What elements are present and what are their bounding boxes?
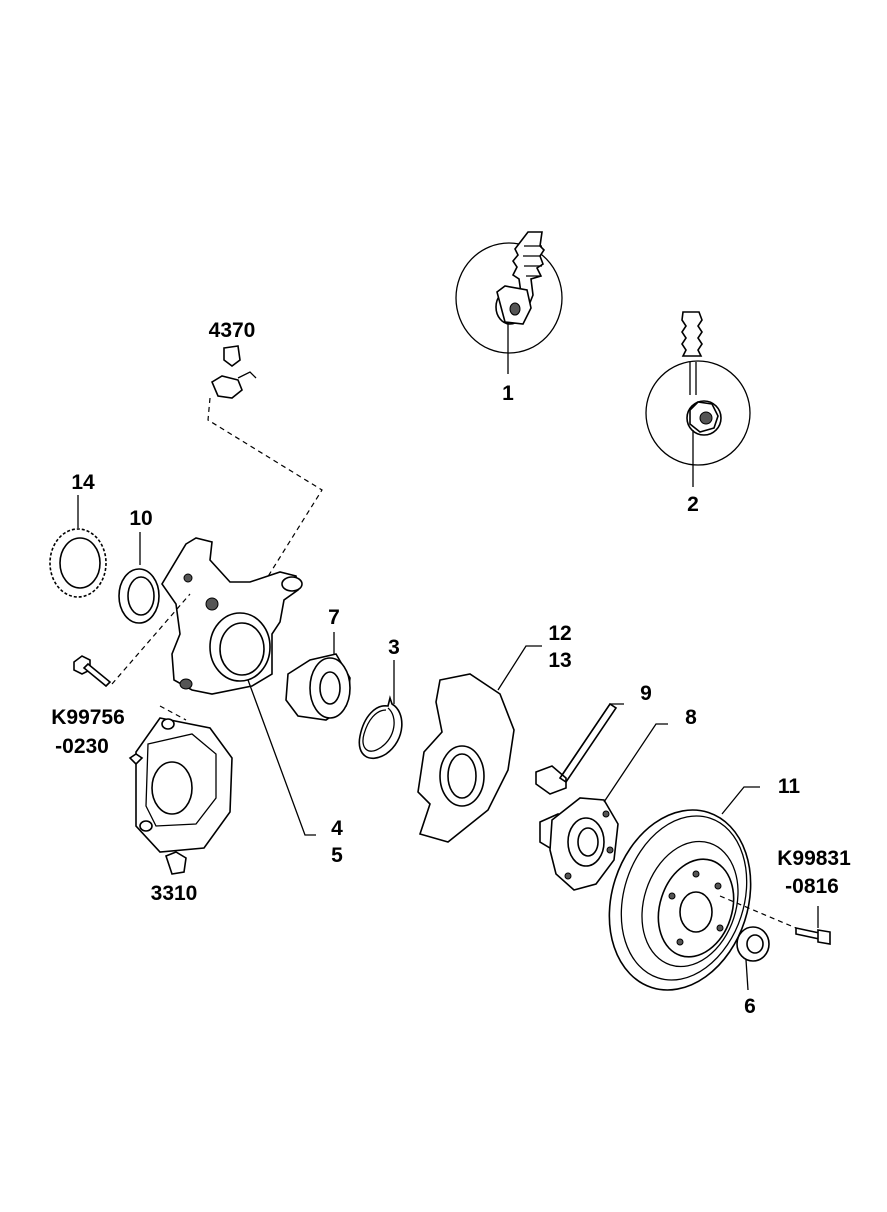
wheel-bearing-7 <box>285 632 351 721</box>
callout-k99831-line1: K99831 <box>777 847 851 870</box>
callout-12: 12 <box>548 622 572 645</box>
callout-9: 9 <box>640 682 652 705</box>
bolt-k99756 <box>73 593 191 688</box>
wheel-stud-9 <box>535 702 624 795</box>
abs-cable-lower <box>159 705 187 721</box>
steering-knuckle-4-5 <box>161 537 316 836</box>
callout-4370: 4370 <box>208 319 256 342</box>
screw-k99831 <box>719 895 831 945</box>
callout-3: 3 <box>388 636 400 659</box>
snap-ring-3 <box>358 660 403 760</box>
abs-sensor-4370 <box>207 345 323 673</box>
callout-10: 10 <box>129 507 153 530</box>
callout-k99756-line2: -0230 <box>55 735 109 758</box>
callout-2: 2 <box>687 493 699 516</box>
hub-nut-6 <box>736 926 770 991</box>
callout-5: 5 <box>331 844 343 867</box>
detail-view-1 <box>455 231 563 374</box>
callout-13: 13 <box>548 649 572 672</box>
callout-k99831-line2: -0816 <box>785 875 839 898</box>
callout-8: 8 <box>685 706 697 729</box>
detail-view-2 <box>645 311 751 487</box>
callout-k99756-line1: K99756 <box>51 706 125 729</box>
brake-caliper-3310 <box>128 717 233 875</box>
brake-disc-11 <box>608 786 760 991</box>
abs-tone-ring-14 <box>49 495 107 598</box>
callout-4: 4 <box>331 817 343 840</box>
callout-3310: 3310 <box>150 882 198 905</box>
dust-shield-12-13 <box>417 645 542 843</box>
oil-seal-10 <box>118 532 160 624</box>
callout-14: 14 <box>71 471 95 494</box>
callout-6: 6 <box>744 995 756 1018</box>
callout-11: 11 <box>777 775 801 798</box>
wheel-hub-8 <box>539 723 668 891</box>
callout-1: 1 <box>502 382 514 405</box>
callout-7: 7 <box>328 606 340 629</box>
